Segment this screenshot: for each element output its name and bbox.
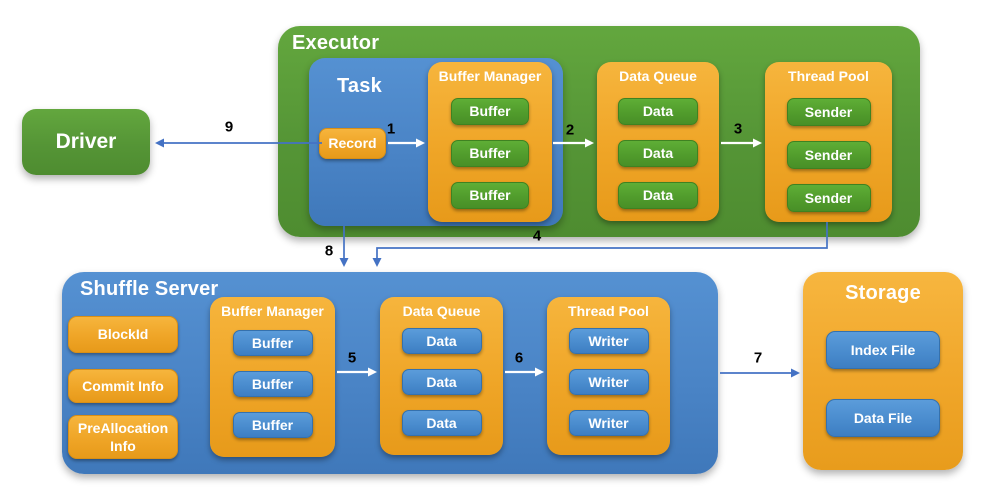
sender-node: Sender	[786, 184, 871, 212]
preallocation-info-node: PreAllocation Info	[68, 415, 178, 459]
shuffle-buffer-manager-title: Buffer Manager	[221, 303, 324, 319]
executor-thread-pool: Thread Pool Sender Sender Sender	[765, 62, 892, 222]
buffer-node: Buffer	[451, 182, 529, 209]
driver-title: Driver	[55, 130, 117, 153]
data-node: Data	[618, 140, 698, 167]
commit-info-node: Commit Info	[68, 369, 178, 403]
sender-node: Sender	[786, 98, 871, 126]
buffer-node: Buffer	[451, 140, 529, 167]
arrow-label-6: 6	[514, 349, 524, 367]
writer-node: Writer	[568, 369, 649, 395]
data-file-node: Data File	[826, 399, 940, 437]
data-node: Data	[618, 182, 698, 209]
arrow-label-1: 1	[386, 120, 396, 138]
arrow-label-4: 4	[532, 227, 542, 245]
shuffle-server-title: Shuffle Server	[80, 278, 219, 300]
shuffle-thread-pool-title: Thread Pool	[568, 303, 649, 319]
data-node: Data	[401, 328, 482, 354]
executor-title: Executor	[292, 32, 380, 54]
record-node: Record	[319, 128, 386, 159]
task-title: Task	[337, 75, 382, 97]
arrow-label-3: 3	[733, 120, 743, 138]
shuffle-thread-pool: Thread Pool Writer Writer Writer	[547, 297, 670, 455]
index-file-node: Index File	[826, 331, 940, 369]
buffer-node: Buffer	[451, 98, 529, 125]
executor-data-queue-title: Data Queue	[619, 68, 697, 84]
buffer-node: Buffer	[232, 412, 313, 438]
shuffle-data-queue: Data Queue Data Data Data	[380, 297, 503, 455]
shuffle-data-queue-title: Data Queue	[402, 303, 481, 319]
storage-title: Storage	[845, 282, 921, 304]
driver-box: Driver	[22, 109, 150, 175]
executor-data-queue: Data Queue Data Data Data	[597, 62, 719, 221]
arrow-label-7: 7	[753, 349, 763, 367]
executor-buffer-manager-title: Buffer Manager	[438, 68, 542, 84]
sender-node: Sender	[786, 141, 871, 169]
shuffle-buffer-manager: Buffer Manager Buffer Buffer Buffer	[210, 297, 335, 457]
buffer-node: Buffer	[232, 330, 313, 356]
data-node: Data	[401, 369, 482, 395]
data-node: Data	[401, 410, 482, 436]
writer-node: Writer	[568, 410, 649, 436]
arrow-label-2: 2	[565, 121, 575, 139]
arrow-label-5: 5	[347, 349, 357, 367]
arrow-label-9: 9	[224, 118, 234, 136]
blockid-node: BlockId	[68, 316, 178, 353]
data-node: Data	[618, 98, 698, 125]
buffer-node: Buffer	[232, 371, 313, 397]
writer-node: Writer	[568, 328, 649, 354]
arrow-label-8: 8	[324, 242, 334, 260]
storage-box: Storage Index File Data File	[803, 272, 963, 470]
executor-thread-pool-title: Thread Pool	[788, 68, 869, 84]
executor-buffer-manager: Buffer Manager Buffer Buffer Buffer	[428, 62, 552, 222]
